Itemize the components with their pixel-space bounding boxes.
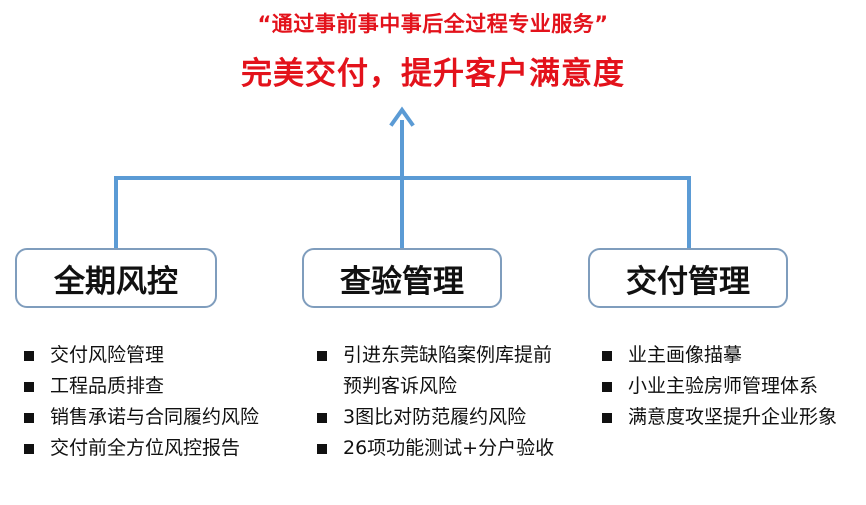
square-bullet-icon xyxy=(24,351,34,361)
list-item: 交付前全方位风控报告 xyxy=(22,433,272,464)
list-item: 3图比对防范履约风险 xyxy=(315,402,565,433)
list-item: 26项功能测试+分户验收 xyxy=(315,433,565,464)
list-inspection-management: 引进东莞缺陷案例库提前预判客诉风险 3图比对防范履约风险 26项功能测试+分户验… xyxy=(315,340,565,464)
list-item: 工程品质排查 xyxy=(22,371,272,402)
square-bullet-icon xyxy=(602,351,612,361)
slogan-subtitle: “通过事前事中事后全过程专业服务” xyxy=(257,12,609,36)
list-item: 交付风险管理 xyxy=(22,340,272,371)
list-delivery-management: 业主画像描摹 小业主验房师管理体系 满意度攻坚提升企业形象 xyxy=(600,340,862,433)
square-bullet-icon xyxy=(317,351,327,361)
list-item-text: 销售承诺与合同履约风险 xyxy=(50,406,260,428)
arrow-up-icon xyxy=(389,106,415,127)
list-item-text: 引进东莞缺陷案例库提前预判客诉风险 xyxy=(343,344,553,397)
square-bullet-icon xyxy=(602,413,612,423)
list-item-text: 小业主验房师管理体系 xyxy=(628,375,819,397)
list-item-text: 交付前全方位风控报告 xyxy=(50,437,241,459)
list-item-text: 交付风险管理 xyxy=(50,344,165,366)
category-box-full-period-risk-control: 全期风控 xyxy=(15,248,217,308)
category-box-inspection-management: 查验管理 xyxy=(302,248,502,308)
category-box-delivery-management: 交付管理 xyxy=(588,248,788,308)
square-bullet-icon xyxy=(317,413,327,423)
square-bullet-icon xyxy=(602,382,612,392)
list-item: 销售承诺与合同履约风险 xyxy=(22,402,272,433)
square-bullet-icon xyxy=(24,444,34,454)
list-item-text: 26项功能测试+分户验收 xyxy=(343,437,555,459)
square-bullet-icon xyxy=(317,444,327,454)
list-item-text: 工程品质排查 xyxy=(50,375,165,397)
list-item: 引进东莞缺陷案例库提前预判客诉风险 xyxy=(315,340,565,402)
list-full-period-risk-control: 交付风险管理 工程品质排查 销售承诺与合同履约风险 交付前全方位风控报告 xyxy=(22,340,272,464)
square-bullet-icon xyxy=(24,382,34,392)
square-bullet-icon xyxy=(24,413,34,423)
list-item-text: 满意度攻坚提升企业形象 xyxy=(628,406,838,428)
list-item: 满意度攻坚提升企业形象 xyxy=(600,402,862,433)
left-branch-line xyxy=(114,176,402,248)
list-item-text: 业主画像描摹 xyxy=(628,344,743,366)
page-title: 完美交付，提升客户满意度 xyxy=(241,56,625,92)
list-item: 业主画像描摹 xyxy=(600,340,862,371)
right-branch-line xyxy=(402,176,691,248)
list-item-text: 3图比对防范履约风险 xyxy=(343,406,527,428)
list-item: 小业主验房师管理体系 xyxy=(600,371,862,402)
